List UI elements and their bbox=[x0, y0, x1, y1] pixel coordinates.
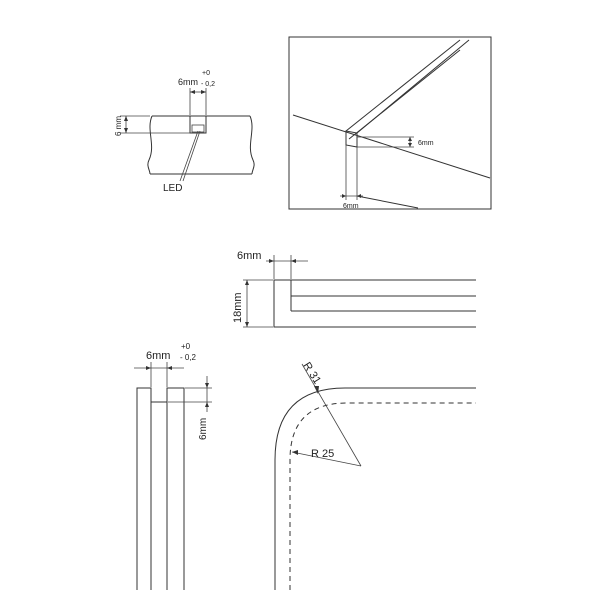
arrow-head bbox=[124, 116, 128, 121]
view-perspective: 6mm 6mm bbox=[288, 36, 492, 210]
width-label: 6mm bbox=[237, 250, 261, 262]
arrow-head bbox=[342, 194, 346, 198]
tolerance-plus: +0 bbox=[181, 342, 191, 351]
outer-radius-label: R 31 bbox=[300, 360, 322, 386]
groove-line-bottom bbox=[348, 49, 461, 140]
arrow-head bbox=[292, 450, 298, 455]
width-label: 6mm bbox=[178, 77, 198, 87]
led-leader bbox=[182, 130, 201, 182]
arrow-head bbox=[314, 386, 319, 394]
view-groove-detail: 6mm +0 - 0,2 6 mm LED bbox=[114, 70, 255, 194]
perspective-frame bbox=[288, 36, 492, 210]
depth-label: 6 mm bbox=[114, 116, 123, 136]
width-label: 6mm bbox=[343, 203, 359, 210]
depth-label: 6mm bbox=[198, 418, 209, 440]
tolerance-minus: - 0,2 bbox=[201, 81, 215, 88]
arrow-head bbox=[205, 402, 209, 407]
radius-leader-outer bbox=[301, 363, 362, 467]
groove bbox=[189, 116, 207, 134]
board-outline bbox=[273, 279, 476, 328]
arrow-head bbox=[291, 259, 296, 263]
lower-edge bbox=[356, 195, 419, 209]
arrow-head bbox=[124, 128, 128, 133]
led-leader bbox=[179, 130, 199, 182]
arrow-head bbox=[167, 366, 172, 370]
board-outline bbox=[136, 387, 185, 590]
height-label: 18mm bbox=[232, 292, 244, 323]
view-rounded-corner: R 31 R 25 bbox=[274, 360, 476, 590]
arrow-head bbox=[190, 90, 195, 94]
tolerance-plus: +0 bbox=[202, 70, 210, 77]
view-section: 6mm 18mm bbox=[232, 250, 476, 328]
tolerance-minus: - 0,2 bbox=[180, 353, 197, 362]
arrow-head bbox=[245, 322, 249, 327]
groove-contour bbox=[289, 402, 476, 590]
arrow-head bbox=[201, 90, 206, 94]
break-line-right bbox=[249, 115, 255, 175]
arrow-head bbox=[408, 137, 412, 141]
led-strip bbox=[191, 124, 205, 133]
groove-line-outer bbox=[345, 39, 461, 132]
led-label: LED bbox=[163, 183, 182, 194]
inner-radius-label: R 25 bbox=[311, 448, 334, 460]
arrow-head bbox=[146, 366, 151, 370]
depth-label: 6mm bbox=[418, 140, 434, 147]
arrow-head bbox=[357, 194, 361, 198]
arrow-head bbox=[408, 143, 412, 147]
radius-leader-inner bbox=[291, 451, 362, 467]
arrow-head bbox=[245, 280, 249, 285]
arrow-head bbox=[269, 259, 274, 263]
outer-contour bbox=[274, 387, 476, 590]
view-vertical-section: 6mm +0 - 0,2 6mm bbox=[134, 342, 212, 590]
surface-edge bbox=[292, 114, 491, 179]
width-label: 6mm bbox=[146, 350, 170, 362]
break-line-left bbox=[147, 115, 153, 175]
arrow-head bbox=[205, 383, 209, 388]
